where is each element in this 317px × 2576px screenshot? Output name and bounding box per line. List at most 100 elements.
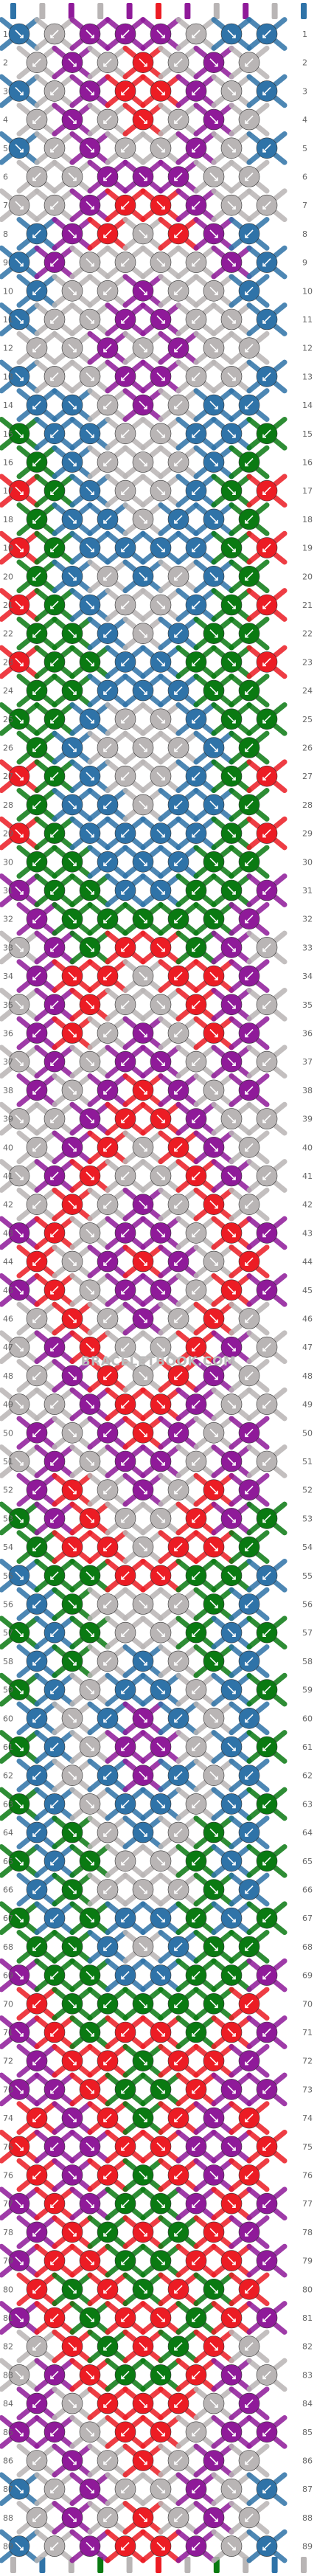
arrow-head-icon [161,1633,165,1637]
knot [79,1050,101,1073]
arrow-icon [103,1200,112,1209]
arrow-head-icon [245,463,248,467]
bottom-string [301,2557,307,2573]
arrow-head-icon [144,291,147,296]
arrow-icon [121,1343,130,1351]
knot [185,2021,207,2043]
knot [185,1565,207,1587]
arrow-head-icon [73,1947,77,1951]
arrow-icon [192,144,201,153]
arrow-icon [50,372,59,381]
arrow-icon [192,772,201,780]
knot [150,2250,172,2271]
knot [203,1765,225,1786]
arrow-head-icon [245,805,248,809]
row-number-left: 71 [3,2028,13,2037]
knot [114,1450,136,1472]
row-number-right: 75 [302,2142,313,2152]
arrow-icon [15,30,24,38]
arrow-head-icon [232,2147,236,2151]
arrow-head-icon [20,891,24,895]
knot [203,1708,225,1729]
arrow-icon [209,286,218,295]
knot [150,2478,172,2500]
arrow-head-icon [144,177,147,181]
arrow-head-icon [232,1405,236,1409]
arrow-head-icon [73,2119,77,2122]
top-string [184,3,191,19]
arrow-icon [262,943,271,952]
knot [114,2364,136,2386]
knot [220,2192,243,2215]
arrow-head-icon [73,577,77,581]
knot [114,2307,136,2329]
row-number-left: 82 [3,2342,13,2352]
row-number-left: 50 [3,1428,13,1438]
arrow-icon [209,1771,218,1780]
knot [220,994,243,1016]
arrow-icon [86,30,94,38]
arrow-head-icon [32,2119,36,2122]
arrow-head-icon [20,1405,24,1409]
arrow-head-icon [91,1005,94,1009]
arrow-head-icon [32,63,36,67]
arrow-icon [174,1143,183,1152]
arrow-icon [86,2085,94,2094]
arrow-icon [139,172,147,181]
arrow-head-icon [20,2319,24,2322]
knot [238,1993,260,2015]
knot [132,394,154,416]
arrow-head-icon [50,1804,54,1809]
arrow-icon [15,829,24,838]
arrow-head-icon [144,1719,147,1723]
knot [26,2392,48,2414]
knot [8,423,30,445]
arrow-icon [192,943,201,952]
arrow-head-icon [121,2490,125,2493]
arrow-head-icon [121,891,125,895]
arrow-icon [86,1971,94,1980]
arrow-head-icon [121,2147,125,2151]
arrow-head-icon [32,691,36,695]
knot [238,737,260,758]
arrow-head-icon [121,434,125,438]
row-number-left: 39 [3,1115,13,1124]
arrow-head-icon [32,291,36,296]
knot [150,2421,172,2443]
arrow-head-icon [121,606,125,609]
knot [150,366,172,387]
arrow-head-icon [215,1033,218,1038]
arrow-icon [15,144,24,153]
arrow-icon [245,1828,254,1837]
arrow-head-icon [232,2033,236,2037]
arrow-icon [32,172,41,181]
arrow-head-icon [32,1719,36,1723]
arrow-icon [174,1599,183,1609]
top-string [97,3,104,19]
knot [79,823,101,844]
arrow-head-icon [174,2004,178,2009]
arrow-head-icon [121,2375,125,2380]
arrow-icon [103,915,112,924]
arrow-head-icon [174,2119,178,2122]
knot [203,1079,225,1101]
arrow-head-icon [174,1148,178,1152]
arrow-head-icon [262,1576,266,1580]
knot [203,851,225,873]
arrow-icon [262,2028,271,2037]
row-number-right: 49 [302,1400,313,1410]
arrow-icon [192,1799,201,1808]
knot [114,1736,136,1758]
knot [79,2535,101,2557]
arrow-icon [50,2085,59,2094]
arrow-head-icon [192,1405,195,1409]
arrow-icon [245,572,254,581]
arrow-icon [139,115,147,124]
arrow-head-icon [73,1490,77,1495]
arrow-icon [262,1000,271,1009]
row-number-left: 24 [3,686,13,696]
arrow-head-icon [50,1861,54,1866]
arrow-icon [156,1057,165,1066]
row-number-right: 61 [302,1742,313,1752]
knot [97,623,119,645]
